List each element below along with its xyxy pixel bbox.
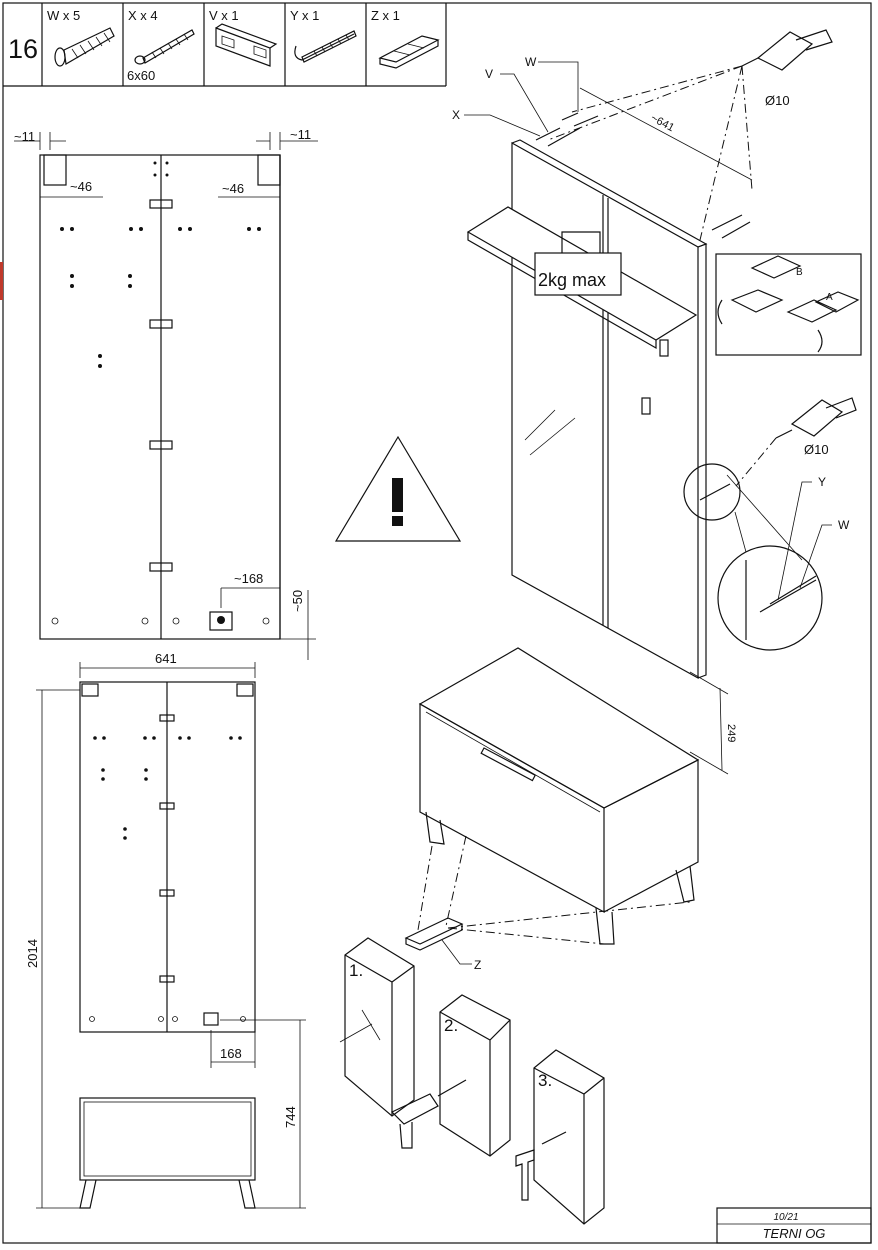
callout-a: A (826, 292, 833, 303)
substep-3-drawing (515, 1049, 605, 1225)
step-number: 16 (8, 34, 38, 64)
dim-2014: 2014 (25, 939, 40, 968)
dim-46-right: ~46 (222, 181, 244, 196)
title-block (716, 1207, 872, 1244)
felt-pads-icon (378, 35, 440, 69)
dim-11-right: ~11 (290, 127, 311, 142)
dim-46-left: ~46 (70, 179, 92, 194)
parts-header: 16 W x 5 X x 4 6x60 V x 1 Y x 1 Z x 1 (3, 3, 447, 87)
drill-size-top: Ø10 (765, 93, 790, 108)
substep-1-drawing (339, 937, 415, 1117)
callout-b: B (796, 267, 803, 278)
front-view-top (14, 132, 318, 660)
dim-168-top: ~168 (234, 571, 263, 586)
dim-641: 641 (155, 651, 177, 666)
part-x-size: 6x60 (127, 68, 155, 83)
callout-w: W (525, 55, 537, 69)
substep-2-drawing (390, 994, 511, 1157)
substep-1-label: 1. (349, 961, 363, 980)
part-y-label: Y x 1 (290, 8, 319, 23)
part-z-label: Z x 1 (371, 8, 400, 23)
callout-v: V (485, 67, 493, 81)
dim-744: 744 (283, 1106, 298, 1128)
substep-2-label: 2. (444, 1016, 458, 1035)
front-view-bottom (36, 662, 306, 1209)
part-w-label: W x 5 (47, 8, 80, 23)
dim-249: 249 (725, 724, 737, 742)
wall-plug-icon (54, 27, 115, 67)
drill-size-lower: Ø10 (804, 442, 829, 457)
product-name: TERNI OG (763, 1226, 826, 1241)
callout-w-detail: W (838, 518, 850, 532)
dim-168: 168 (220, 1046, 242, 1061)
dim-11-left: ~11 (14, 129, 35, 144)
callout-z: Z (474, 958, 481, 972)
edge-mark (0, 262, 3, 300)
dim-641-iso: ~641 (649, 112, 677, 134)
callout-x: X (452, 108, 460, 122)
warning-icon (334, 435, 462, 542)
screw-icon (134, 29, 195, 65)
callout-y: Y (818, 475, 826, 489)
dim-50: ~50 (290, 590, 305, 612)
substep-3-label: 3. (538, 1071, 552, 1090)
part-v-label: V x 1 (209, 8, 239, 23)
hook-screw-icon (294, 30, 357, 63)
weight-limit-label: 2kg max (538, 270, 606, 290)
part-x-label: X x 4 (128, 8, 158, 23)
wardrobe-iso (464, 29, 862, 680)
drill-icon (741, 29, 833, 71)
page-number: 10/21 (773, 1212, 798, 1223)
bracket-icon (215, 23, 278, 67)
bench-iso (404, 647, 729, 965)
drill-icon-lower (775, 397, 857, 439)
